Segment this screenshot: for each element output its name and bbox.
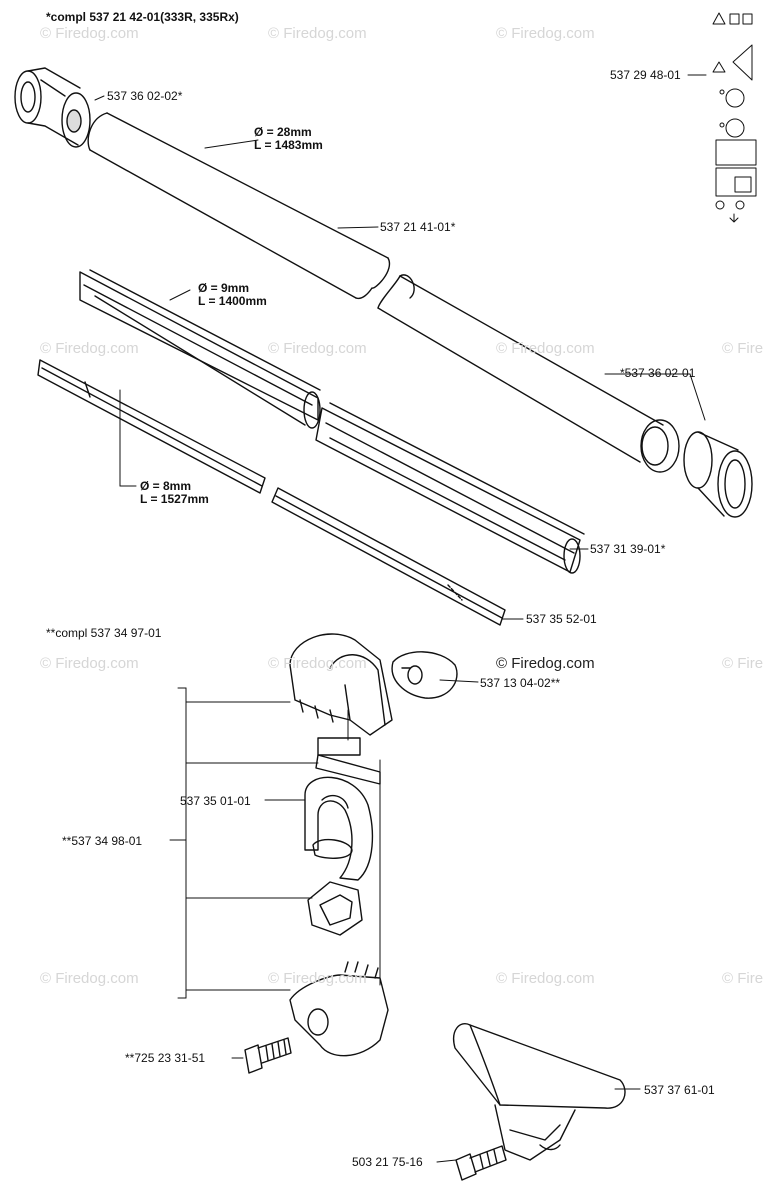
part-label-guide: 537 31 39-01* (590, 542, 666, 556)
watermark: © Firedog.com (268, 970, 367, 987)
watermark-main: © Firedog.com (496, 655, 595, 672)
part-label-decal: 537 29 48-01 (610, 68, 681, 82)
screw-bottom (455, 1145, 507, 1181)
watermark: © Firedog.com (496, 340, 595, 357)
screw-bolt (244, 1037, 292, 1074)
grip-end-left (14, 67, 91, 148)
guide-channel (79, 269, 585, 574)
decal-sticker (712, 12, 757, 223)
part-label-shaft-tube: 537 21 41-01* (380, 220, 456, 234)
watermark: © Firedog.com (268, 25, 367, 42)
guide-diameter: Ø = 9mm (198, 281, 250, 295)
watermark: © Firedog.com (268, 655, 367, 672)
clamp-lower (289, 961, 389, 1057)
clamp-insert (307, 881, 363, 936)
watermark: © Fire (722, 340, 764, 357)
clamp-upper (289, 633, 393, 736)
part-label-screw: **725 23 31-51 (125, 1051, 206, 1065)
loop-handle (304, 776, 374, 881)
watermark: © Firedog.com (40, 970, 139, 987)
handle-cover (453, 1023, 626, 1161)
part-label-screw-bottom: 503 21 75-16 (352, 1155, 423, 1169)
watermark: © Firedog.com (40, 25, 139, 42)
part-label-grip-end-right: *537 36 02-01 (620, 366, 696, 380)
clamp-plate (315, 737, 381, 785)
part-label-grip-end: 537 36 02-02* (107, 89, 183, 103)
drive-shaft (37, 359, 506, 626)
watermark: © Firedog.com (496, 970, 595, 987)
part-label-drive-shaft: 537 35 52-01 (526, 612, 597, 626)
leader-lines (94, 74, 707, 1163)
shaft-tube (87, 112, 680, 473)
watermark: © Firedog.com (40, 340, 139, 357)
watermark: © Fire (722, 655, 764, 672)
clamp-kit-bracket (169, 687, 381, 999)
part-label-loop-handle: 537 35 01-01 (180, 794, 251, 808)
watermark: © Firedog.com (496, 25, 595, 42)
shaft-diameter: Ø = 8mm (140, 479, 192, 493)
watermark: © Firedog.com (40, 655, 139, 672)
tube-diameter: Ø = 28mm (254, 125, 312, 139)
tube-length: L = 1483mm (254, 138, 323, 152)
grip-end-right (683, 431, 753, 518)
part-label-handle-cover: 537 37 61-01 (644, 1083, 715, 1097)
knob (391, 651, 458, 699)
guide-length: L = 1400mm (198, 294, 267, 308)
shaft-length: L = 1527mm (140, 492, 209, 506)
watermark: © Fire (722, 970, 764, 987)
part-label-knob: 537 13 04-02** (480, 676, 561, 690)
compl-header-1: *compl 537 21 42-01(333R, 335Rx) (46, 10, 239, 24)
part-label-clamp-kit: **537 34 98-01 (62, 834, 143, 848)
compl-header-2: **compl 537 34 97-01 (46, 626, 162, 640)
watermark: © Firedog.com (268, 340, 367, 357)
